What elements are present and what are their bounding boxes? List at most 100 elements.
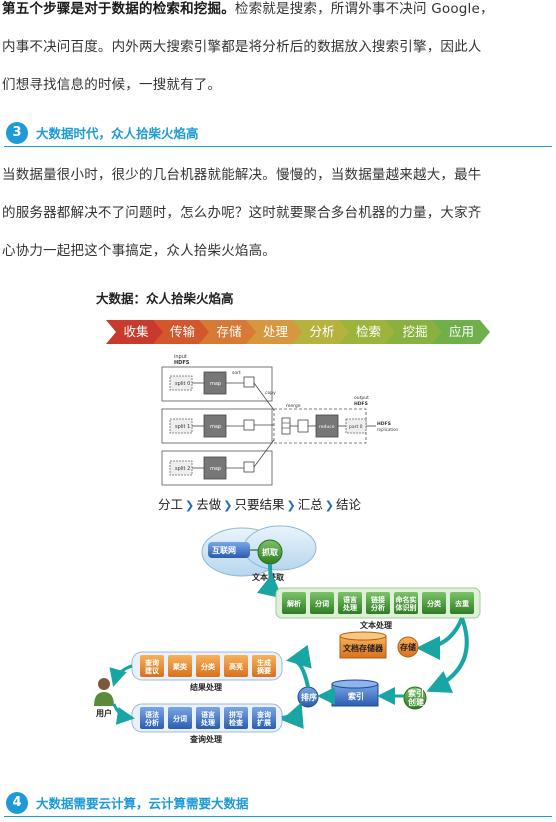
result-step-box-3	[196, 655, 220, 677]
flow-step-2: 去做	[196, 497, 222, 512]
chevron-stage-label: 分析	[309, 324, 335, 339]
result-step-label-3: 分类	[201, 662, 216, 671]
flow-step-4: 汇总	[297, 497, 323, 512]
result-step-box-1	[140, 655, 164, 677]
text-step-box-3	[338, 592, 362, 614]
query-step-label-2: 分词	[173, 714, 187, 723]
map-row-0: split 0 map sort	[161, 366, 273, 402]
flow-step-5: 结论	[335, 497, 361, 512]
query-step-label-4-line2: 检查	[229, 718, 244, 727]
chevron-right-icon: ❯	[286, 499, 296, 512]
text-step-label-7: 去重	[455, 599, 469, 608]
chevron-stage-7: 挖掘	[385, 320, 445, 344]
query-step-label-3: 语言	[201, 710, 215, 719]
chevron-stage-label: 收集	[123, 324, 149, 339]
chevron-stage-4: 处理	[245, 320, 306, 344]
map-row-1: split 1 map	[161, 408, 273, 444]
part-0-label: part 0	[349, 424, 363, 430]
section-3-title: 大数据时代，众人拾柴火焰高	[36, 126, 199, 141]
section-4-header: 4 大数据需要云计算，云计算需要大数据	[4, 790, 552, 817]
map-1-label: map	[210, 424, 221, 430]
index-build-label: 索引	[408, 688, 424, 698]
index-label: 索引	[348, 691, 364, 701]
search-engine-pipeline-diagram: 互联网 抓取 文本获取 解析分词语言处理链接分析命名实体识别分类去重 文本处理 …	[94, 525, 481, 744]
chevron-stage-1: 收集	[106, 320, 166, 344]
output-hdfs-label: HDFS	[354, 401, 368, 407]
chevron-stage-label: 检索	[355, 324, 381, 339]
split-0-label: split 0	[175, 381, 190, 387]
result-process-label: 结果处理	[190, 682, 222, 692]
text-step-box-6	[422, 592, 446, 614]
store-label: 存储	[399, 642, 416, 652]
text-process-label: 文本处理	[360, 620, 392, 630]
merge-label: merge	[286, 403, 301, 409]
query-step-box-4	[224, 707, 248, 729]
flow-steps: 分工❯去做❯只要结果❯汇总❯结论	[158, 494, 361, 513]
query-step-box-3	[196, 707, 220, 729]
result-step-label-1-line2: 建议	[145, 666, 160, 675]
result-processing-steps: 查询建议聚类分类高亮生成摘要	[140, 655, 276, 677]
chevron-stage-label: 处理	[262, 324, 288, 339]
chevron-right-icon: ❯	[223, 499, 233, 512]
result-step-label-5-line2: 摘要	[257, 666, 271, 675]
result-step-label-5: 生成	[257, 658, 271, 667]
split-2-label: split 2	[175, 466, 190, 472]
text-step-label-5-line2: 体识别	[396, 603, 417, 612]
text-step-label-6: 分类	[427, 599, 442, 608]
text-step-label-5: 命名实	[395, 595, 417, 604]
section-3-paragraph: 当数据量很小时，很少的几台机器就能解决。慢慢的，当数据量越来越大，最牛 的服务器…	[2, 156, 554, 270]
flow-step-3: 只要结果	[234, 497, 285, 512]
text-step-label-1: 解析	[287, 599, 301, 608]
query-process-label: 查询处理	[190, 734, 222, 744]
split-1-label: split 1	[175, 424, 190, 430]
text-step-label-2: 分词	[315, 599, 329, 608]
query-step-label-5-line2: 扩展	[257, 718, 272, 727]
chevron-stage-6: 检索	[338, 320, 399, 344]
intro-bold-text: 第五个步骤是对于数据的检索和挖掘。	[2, 1, 235, 17]
chevron-right-icon: ❯	[324, 499, 334, 512]
text-step-box-2	[310, 592, 334, 614]
query-step-box-5	[252, 707, 276, 729]
chevron-stage-3: 存储	[199, 320, 259, 344]
query-step-box-2	[168, 707, 192, 729]
section-4-number: 4	[6, 792, 28, 814]
section-3-text-3: 心协力一起把这个事搞定，众人拾柴火焰高。	[2, 243, 276, 259]
text-step-box-7	[450, 592, 474, 614]
text-step-label-3: 语言	[343, 595, 357, 604]
query-step-label-1-line2: 分析	[145, 718, 159, 727]
result-step-box-2	[168, 655, 192, 677]
internet-label: 互联网	[212, 545, 236, 555]
query-step-label-1: 语法	[145, 710, 159, 719]
process-chevrons: 收集传输存储处理分析检索挖掘应用	[106, 320, 492, 344]
document-store: 文档存储器	[339, 631, 387, 659]
user-icon: 用户	[94, 678, 114, 718]
section-3-text-1: 当数据量很小时，很少的几台机器就能解决。慢慢的，当数据量越来越大，最牛	[2, 167, 482, 183]
map-2-label: map	[210, 466, 221, 472]
intro-text-3: 们想寻找信息的时候，一搜就有了。	[2, 77, 222, 93]
text-step-label-4: 链接	[370, 595, 385, 604]
crawl-label: 抓取	[262, 547, 278, 557]
section-4-title: 大数据需要云计算，云计算需要大数据	[36, 796, 249, 811]
query-step-box-1	[140, 707, 164, 729]
query-processing-steps: 语法分析分词语言处理拼写检查查询扩展	[140, 707, 276, 729]
index-build-label-2: 创建	[407, 697, 425, 707]
reduce-label: reduce	[319, 424, 335, 430]
user-label: 用户	[95, 708, 112, 718]
section-3-text-2: 的服务器都解决不了问题时，怎么办呢？这时就要聚合多台机器的力量，大家齐	[2, 205, 482, 221]
hdfs-replication-label: HDFS	[377, 421, 391, 427]
input-hdfs-label: HDFS	[174, 360, 190, 366]
chevron-stage-label: 挖掘	[402, 324, 428, 339]
text-step-box-5	[394, 592, 418, 614]
sort-stage-label: 排序	[301, 692, 317, 702]
internet-cloud: 互联网 抓取	[201, 525, 317, 577]
query-step-label-4: 拼写	[229, 710, 243, 719]
result-step-label-2: 聚类	[172, 662, 188, 671]
result-step-box-4	[224, 655, 248, 677]
text-step-box-1	[282, 592, 306, 614]
replication-label: replication	[377, 427, 399, 432]
chevron-stage-label: 应用	[448, 324, 474, 339]
intro-text-1: 检索就是搜索，所谓外事不决问 Google，	[234, 1, 494, 17]
copy-label: copy	[265, 391, 276, 396]
chevron-stage-label: 存储	[216, 324, 242, 339]
index-store: 索引	[331, 679, 379, 707]
